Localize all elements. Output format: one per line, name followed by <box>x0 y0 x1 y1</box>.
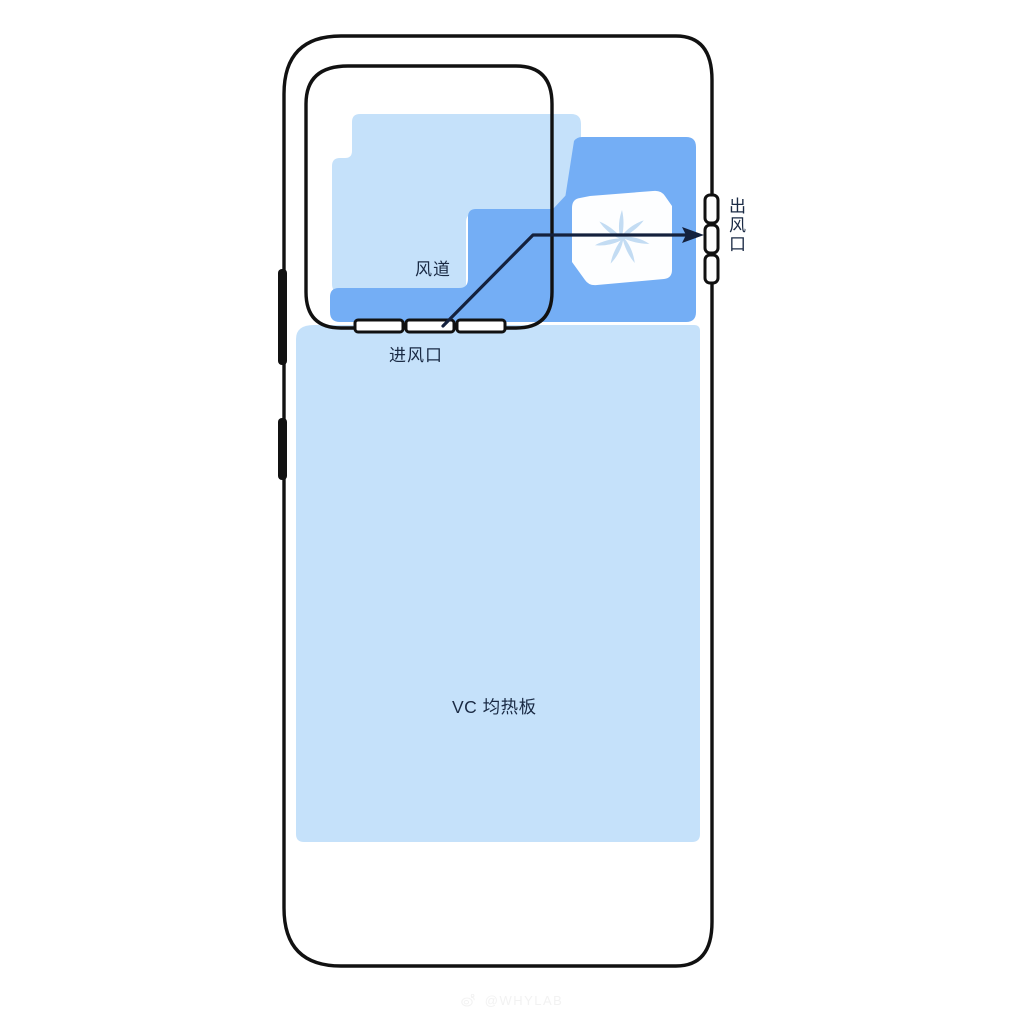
outlet-vent-1 <box>703 193 720 225</box>
label-vc-plate: VC 均热板 <box>452 697 537 717</box>
power-button[interactable] <box>278 418 287 480</box>
airflow-arrow-head <box>682 227 704 243</box>
vc-plate-shape <box>296 325 700 842</box>
inlet-slot-1 <box>353 318 405 334</box>
inlet-slots-group <box>353 318 507 334</box>
phone-back-outline <box>282 34 714 968</box>
label-air-duct: 风道 <box>415 260 451 279</box>
label-air-outlet: 出风口 <box>726 197 745 254</box>
upper-light-layer-shape <box>332 114 581 293</box>
inlet-slot-3 <box>455 318 507 334</box>
label-air-inlet: 进风口 <box>389 346 443 365</box>
vc-plate-group <box>296 325 700 842</box>
outlet-vent-2 <box>703 223 720 255</box>
camera-module-outline <box>304 64 554 330</box>
inlet-slot-2 <box>404 318 456 334</box>
cooling-fan <box>572 190 672 286</box>
weibo-icon <box>460 993 476 1010</box>
airflow-arrow <box>441 227 704 328</box>
upper-light-layer-group <box>332 114 581 293</box>
volume-button[interactable] <box>278 269 287 365</box>
watermark-text: @WHYLAB <box>484 993 564 1008</box>
outlet-vent-3 <box>703 253 720 285</box>
airflow-arrow-line <box>441 233 694 328</box>
watermark: @WHYLAB <box>0 993 1024 1010</box>
outlet-vents-group <box>703 193 720 285</box>
